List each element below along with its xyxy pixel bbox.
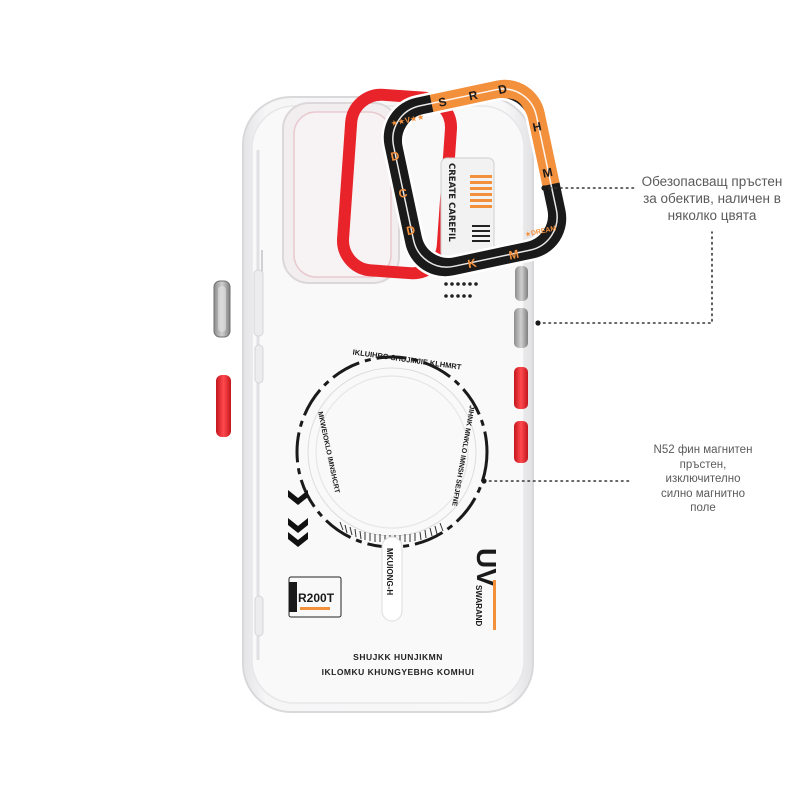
ring-letter-c: C	[397, 185, 409, 201]
ring-letter-m-bottom: M	[507, 247, 520, 263]
ring-letter-r: R	[467, 88, 479, 104]
case-print-line2: IKLOMKU KHUNGYEBHG KOMHUI	[322, 667, 475, 677]
side-buttons	[213, 266, 528, 463]
ring-letter-m-right: M	[541, 165, 554, 181]
uv-mark: UV SWARAND	[471, 548, 502, 630]
dot-grid	[444, 282, 478, 298]
ring-letter-d-top: D	[497, 82, 509, 98]
callout-magnet-line1: N52 фин магнитен	[653, 444, 753, 456]
leader-lines	[483, 187, 713, 482]
ring-letter-k: K	[466, 256, 478, 272]
chevron-down-icon	[288, 490, 308, 547]
ring-letter-s: S	[437, 94, 448, 109]
badge-text: R200T	[298, 591, 335, 605]
uv-sub-text: SWARAND	[474, 585, 483, 627]
leader-dot-1	[541, 185, 547, 191]
callout-lens-ring: Обезопасващ пръстен за обектив, наличен …	[628, 173, 796, 224]
create-text: CREATE CAREFIL	[446, 163, 456, 242]
callout-magnet-ring: N52 фин магнитен пръстен, изключително с…	[640, 443, 766, 516]
callout-magnet-line4: силно магнитно	[660, 487, 746, 500]
callout-lens-line2: за обектив, наличен в	[643, 191, 781, 206]
ring-letter-d-left2: D	[405, 223, 417, 239]
uv-text: UV	[471, 548, 502, 587]
ring-letter-h: H	[531, 119, 542, 134]
ring-letter-d-left1: D	[389, 148, 401, 164]
flash-area: CREATE CAREFIL	[440, 157, 495, 259]
badge-logo: R200T	[288, 576, 342, 618]
callout-lens-line3: няколко цвята	[667, 208, 757, 223]
ring-tag: MKUIONG-H	[381, 536, 403, 622]
leader-dot-2	[535, 320, 541, 326]
callout-magnet-line5: поле	[690, 502, 716, 514]
ring-tag-text: MKUIONG-H	[385, 548, 394, 595]
callout-magnet-line2: пръстен,	[679, 458, 727, 471]
callout-lens-line1: Обезопасващ пръстен	[641, 174, 783, 189]
case-print-line1: SHUJKK HUNJIKMN	[353, 652, 443, 662]
orange-lens-ring: S R D H M D C D K M ★★V★★ ★DREAM	[381, 77, 569, 279]
callout-magnet-line3: изключително	[665, 473, 741, 485]
leader-dot-3	[481, 478, 487, 484]
